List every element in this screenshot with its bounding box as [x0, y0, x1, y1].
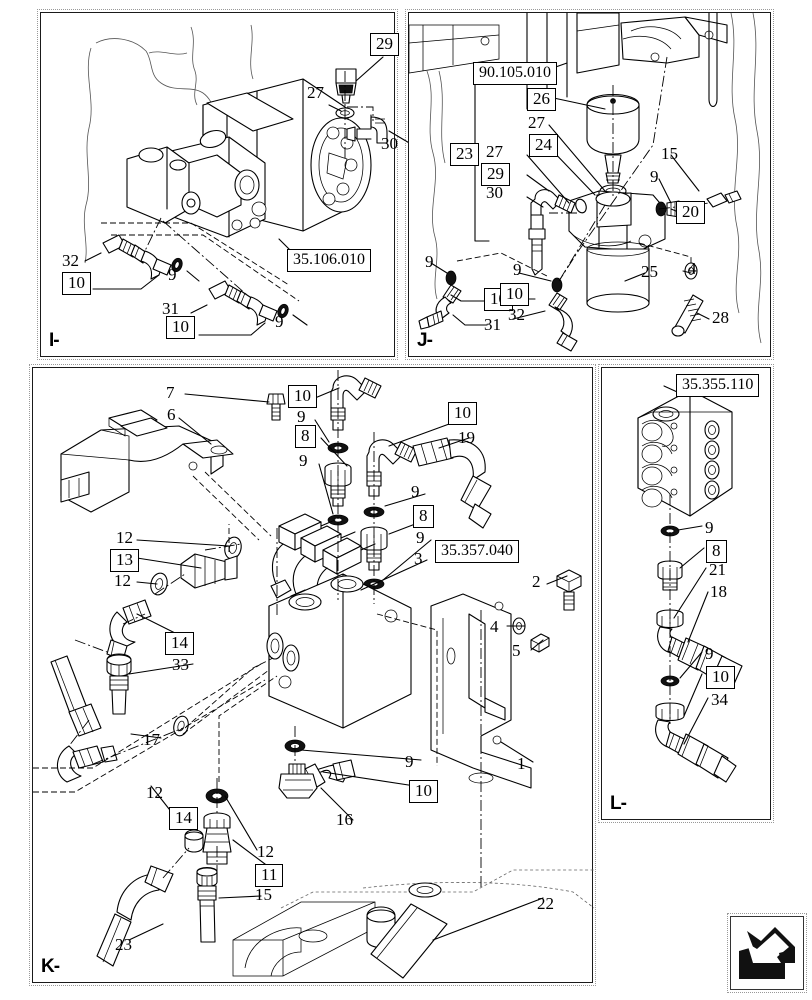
callout-8-k1: 8: [295, 425, 316, 448]
callout-10-b: 10: [166, 316, 195, 339]
panel-k-artwork: [33, 370, 595, 979]
callout-33: 33: [172, 655, 189, 674]
panel-k-label: K-: [41, 956, 60, 977]
callout-8-k2: 8: [413, 505, 434, 528]
callout-7: 7: [166, 383, 175, 402]
callout-29-j: 29: [481, 163, 510, 186]
callout-27-j1: 27: [528, 113, 545, 132]
callout-27: 27: [307, 83, 324, 102]
panel-j: J-: [405, 9, 774, 360]
callout-8-l: 8: [706, 540, 727, 563]
callout-32-j: 32: [508, 305, 525, 324]
callout-3: 3: [414, 549, 423, 568]
callout-23: 23: [450, 143, 479, 166]
callout-34: 34: [711, 690, 728, 709]
callout-9-k3: 9: [411, 482, 420, 501]
callout-10-k2: 10: [448, 402, 477, 425]
callout-9-l2: 9: [705, 644, 714, 663]
callout-13: 13: [110, 549, 139, 572]
reference-35-357-040: 35.357.040: [435, 540, 519, 563]
callout-15-j: 15: [661, 144, 678, 163]
corner-direction-arrow-logo: [727, 913, 807, 993]
callout-21: 21: [709, 560, 726, 579]
callout-9-l1: 9: [705, 518, 714, 537]
callout-31-j: 31: [484, 315, 501, 334]
reference-90-105-010: 90.105.010: [473, 62, 557, 85]
callout-26: 26: [527, 88, 556, 111]
callout-29: 29: [370, 33, 399, 56]
callout-23-k: 23: [115, 935, 132, 954]
callout-10-j2: 10: [500, 283, 529, 306]
callout-5: 5: [512, 641, 521, 660]
reference-35-106-010: 35.106.010: [287, 249, 371, 272]
callout-11: 11: [255, 864, 284, 887]
callout-30: 30: [381, 134, 398, 153]
callout-2: 2: [532, 572, 541, 591]
callout-24: 24: [529, 134, 558, 157]
callout-10-l: 10: [706, 666, 735, 689]
arrow-icon: [739, 927, 795, 979]
callout-12-k4: 12: [257, 842, 274, 861]
callout-9-k4: 9: [416, 528, 425, 547]
callout-9-a: 9: [168, 265, 177, 284]
callout-9-j1: 9: [650, 167, 659, 186]
panel-l: L-: [598, 364, 774, 823]
callout-31: 31: [162, 299, 179, 318]
callout-4-j: 4: [688, 259, 697, 278]
callout-27-j2: 27: [486, 142, 503, 161]
callout-12-k1: 12: [116, 528, 133, 547]
panel-j-artwork: [408, 12, 762, 352]
callout-9-b: 9: [275, 312, 284, 331]
callout-9-k5: 9: [405, 752, 414, 771]
callout-14-k1: 14: [165, 632, 194, 655]
callout-1: 1: [517, 754, 526, 773]
callout-19: 19: [458, 428, 475, 447]
callout-9-j2: 9: [425, 252, 434, 271]
panel-j-label: J-: [417, 330, 433, 351]
callout-20: 20: [676, 201, 705, 224]
callout-9-k1: 9: [297, 407, 306, 426]
callout-15-k: 15: [255, 885, 272, 904]
callout-10-k3: 10: [409, 780, 438, 803]
callout-9-j3: 9: [513, 260, 522, 279]
callout-28: 28: [712, 308, 729, 327]
callout-18: 18: [710, 582, 727, 601]
callout-14-k2: 14: [169, 807, 198, 830]
panel-k: K-: [29, 364, 596, 986]
callout-17: 17: [143, 730, 160, 749]
callout-30-j: 30: [486, 183, 503, 202]
callout-10-a: 10: [62, 272, 91, 295]
callout-4-k: 4: [490, 617, 499, 636]
panel-i-label: I-: [49, 330, 60, 351]
panel-i: I-: [37, 9, 412, 360]
reference-35-355-110: 35.355.110: [676, 374, 760, 397]
callout-12-k3: 12: [146, 783, 163, 802]
callout-9-k2: 9: [299, 451, 308, 470]
callout-10-k1: 10: [288, 385, 317, 408]
panel-l-label: L-: [610, 793, 627, 814]
callout-6: 6: [167, 405, 176, 424]
panel-i-artwork: [83, 24, 412, 336]
callout-12-k2: 12: [114, 571, 131, 590]
panel-l-artwork: [637, 385, 743, 783]
callout-32: 32: [62, 251, 79, 270]
callout-16: 16: [336, 810, 353, 829]
callout-25: 25: [641, 262, 658, 281]
callout-22: 22: [537, 894, 554, 913]
